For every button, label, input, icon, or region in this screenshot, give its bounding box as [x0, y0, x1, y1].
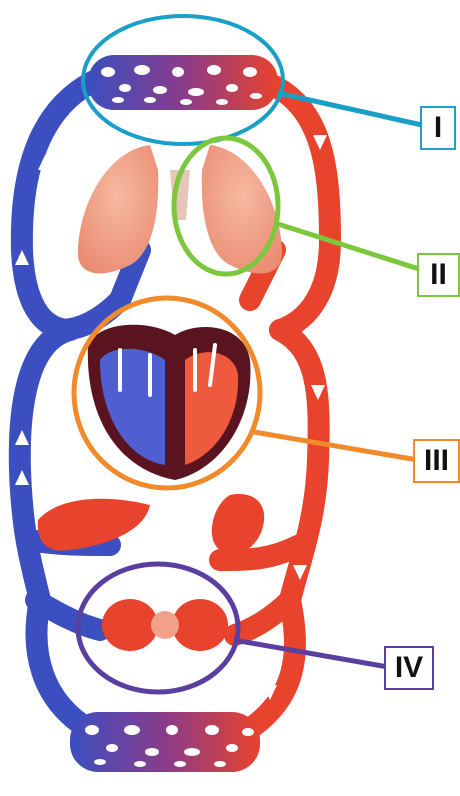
kidneys	[102, 599, 228, 651]
label-iii-text: III	[424, 446, 449, 476]
pointer-line-iv	[234, 640, 388, 667]
label-iv-text: IV	[395, 653, 423, 683]
pointer-line-ii	[278, 224, 422, 270]
label-ii: II	[417, 253, 460, 297]
label-iv: IV	[384, 646, 434, 690]
heart	[88, 325, 251, 480]
label-iii: III	[413, 439, 460, 483]
systemic-capillaries	[70, 712, 260, 772]
label-ii-text: II	[430, 260, 447, 290]
lungs	[78, 145, 282, 273]
pointer-line-iii	[254, 432, 418, 460]
label-i-text: I	[434, 113, 442, 143]
label-i: I	[420, 106, 456, 150]
pulmonary-capillaries	[88, 55, 278, 110]
abdominal-organs	[38, 494, 264, 554]
